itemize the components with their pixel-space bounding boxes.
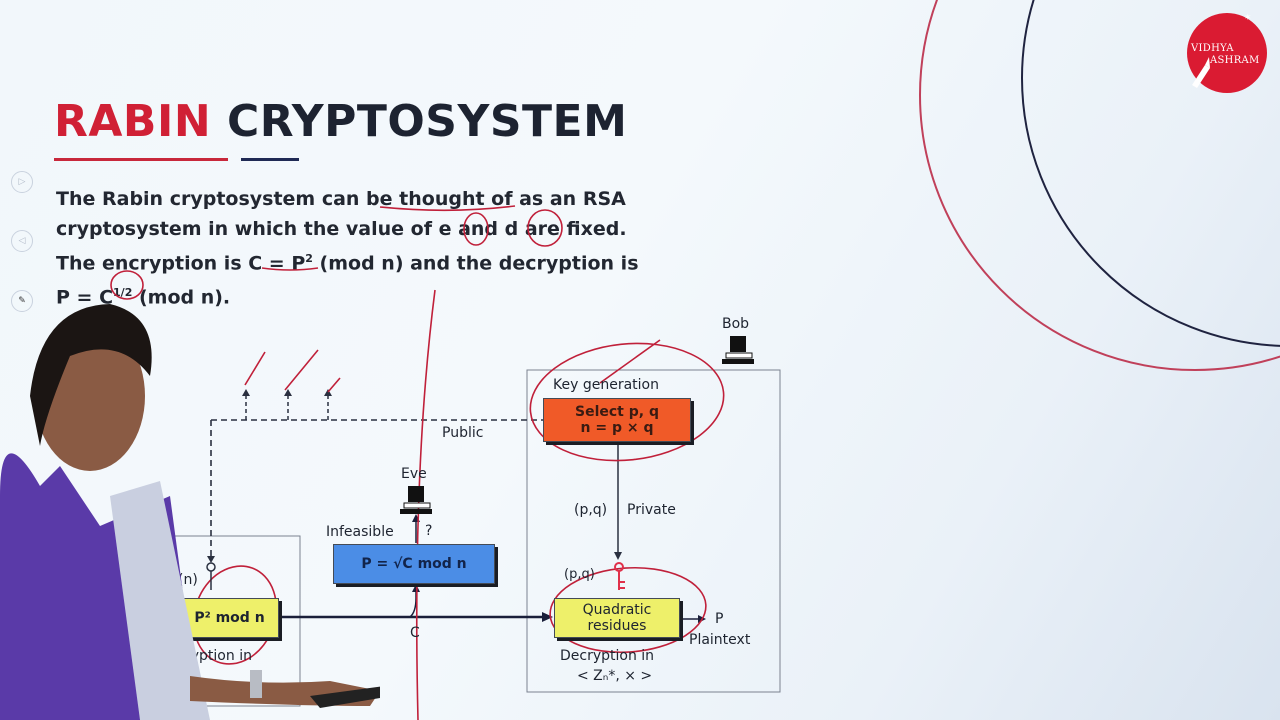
decryption-group-label: < Zₙ*, × > [577, 668, 653, 684]
question-label: ? [425, 523, 433, 539]
attack-box: P = √C mod n [333, 544, 495, 584]
private-label: Private [627, 502, 676, 518]
title-underline-red [54, 158, 228, 161]
previous-slide-button[interactable]: ◁ [11, 230, 33, 252]
quadratic-residues-box: Quadratic residues [554, 598, 680, 638]
key-generation-box: Select p, q n = p × q [543, 398, 691, 442]
encryption-box: P² mod n [180, 598, 279, 638]
bob-label: Bob [722, 316, 750, 332]
title-rabin: RABIN [54, 96, 212, 147]
pen-nib-icon [1192, 57, 1210, 88]
eve-label: Eve [401, 466, 427, 482]
presenter-video [0, 304, 380, 720]
key-generation-label: Key generation [553, 377, 659, 393]
play-icon: ▷ [18, 177, 26, 187]
decryption-caption: Decryption in [560, 648, 655, 664]
next-slide-button[interactable]: ▷ [11, 171, 33, 193]
pen-tool-button[interactable]: ✎ [11, 290, 33, 312]
title-cryptosystem: CRYPTOSYSTEM [227, 96, 628, 147]
public-label: Public [442, 425, 484, 441]
title-underline-navy [241, 158, 299, 161]
star-icon: ✶ [1244, 13, 1252, 23]
plaintext-symbol: P [715, 611, 724, 627]
page-title: RABIN CRYPTOSYSTEM [54, 96, 627, 147]
public-key-n-label: (n) [178, 572, 198, 588]
ciphertext-label: C [410, 625, 420, 641]
encryption-caption: ryption in [185, 648, 252, 664]
pen-icon: ✎ [18, 296, 26, 306]
back-icon: ◁ [18, 236, 26, 246]
decrypt-key-label: (p,q) [564, 567, 595, 582]
bob-computer-icon [722, 336, 762, 372]
private-key-pq-label: (p,q) [574, 502, 608, 518]
infeasible-label: Infeasible [326, 524, 394, 540]
plaintext-label: Plaintext [689, 632, 751, 648]
vidhya-ashram-logo: ✶ VIDHYA ASHRAM [1187, 13, 1267, 93]
eve-computer-icon [400, 486, 440, 522]
description-paragraph: The Rabin cryptosystem can be thought of… [56, 188, 639, 309]
